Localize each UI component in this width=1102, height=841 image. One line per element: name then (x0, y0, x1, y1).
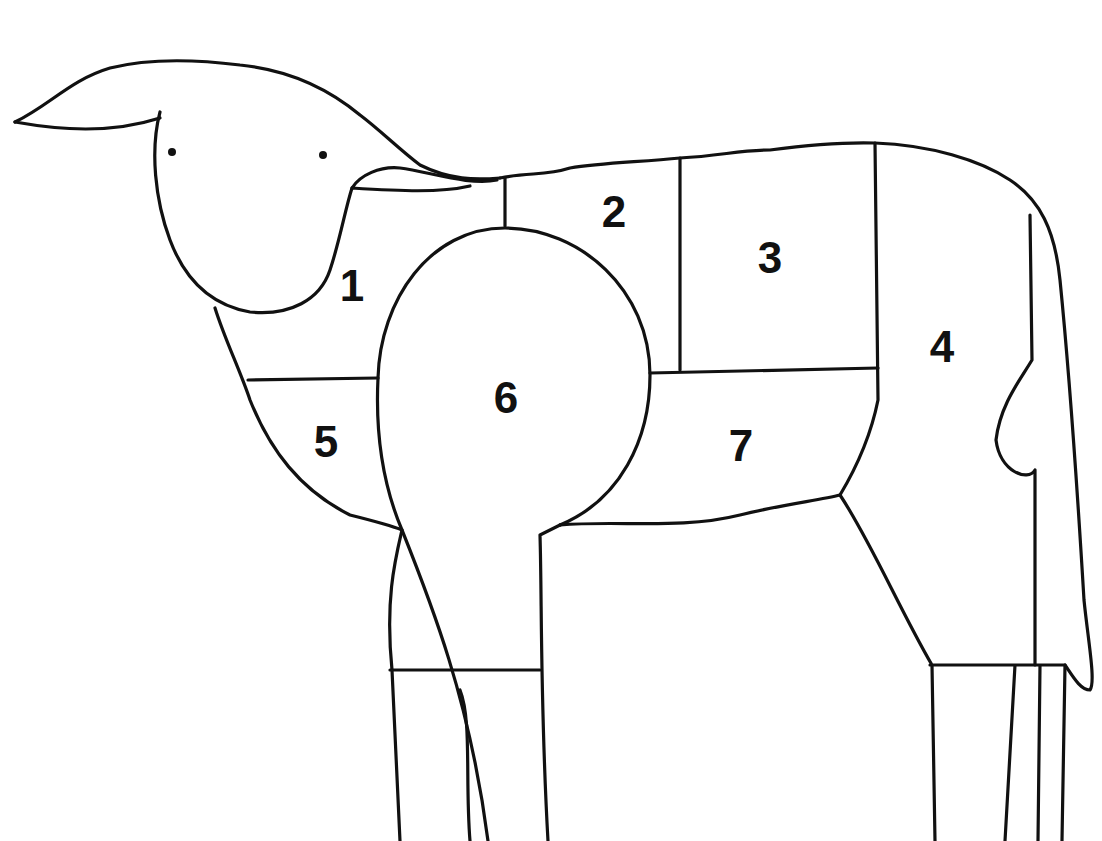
cut-line (840, 143, 878, 495)
eye (168, 148, 176, 156)
back-outline (500, 143, 1092, 690)
callout-number: 2 (602, 190, 626, 234)
callout-number: 7 (729, 424, 753, 468)
foreleg-edge (540, 525, 560, 841)
chest-outline (215, 308, 402, 841)
eye (319, 151, 327, 159)
callout-number: 1 (340, 264, 364, 308)
cut-line (650, 368, 878, 373)
foreleg-inner (460, 690, 470, 841)
face-outline (155, 112, 352, 313)
callout-number: 5 (314, 420, 338, 464)
callout-number: 6 (494, 376, 518, 420)
callout-number: 4 (930, 325, 954, 369)
tail-edge (996, 215, 1035, 665)
cut-line (390, 668, 540, 671)
shoulder-outline (377, 228, 650, 841)
right-ear-outline (352, 168, 497, 191)
left-ear-outline (15, 118, 160, 129)
cut-line (248, 378, 378, 380)
callout-number: 3 (758, 236, 782, 280)
cut-line (503, 178, 506, 226)
cut-line (678, 158, 681, 370)
hind-leg-outline (840, 495, 1065, 841)
head-top-outline (15, 61, 500, 179)
